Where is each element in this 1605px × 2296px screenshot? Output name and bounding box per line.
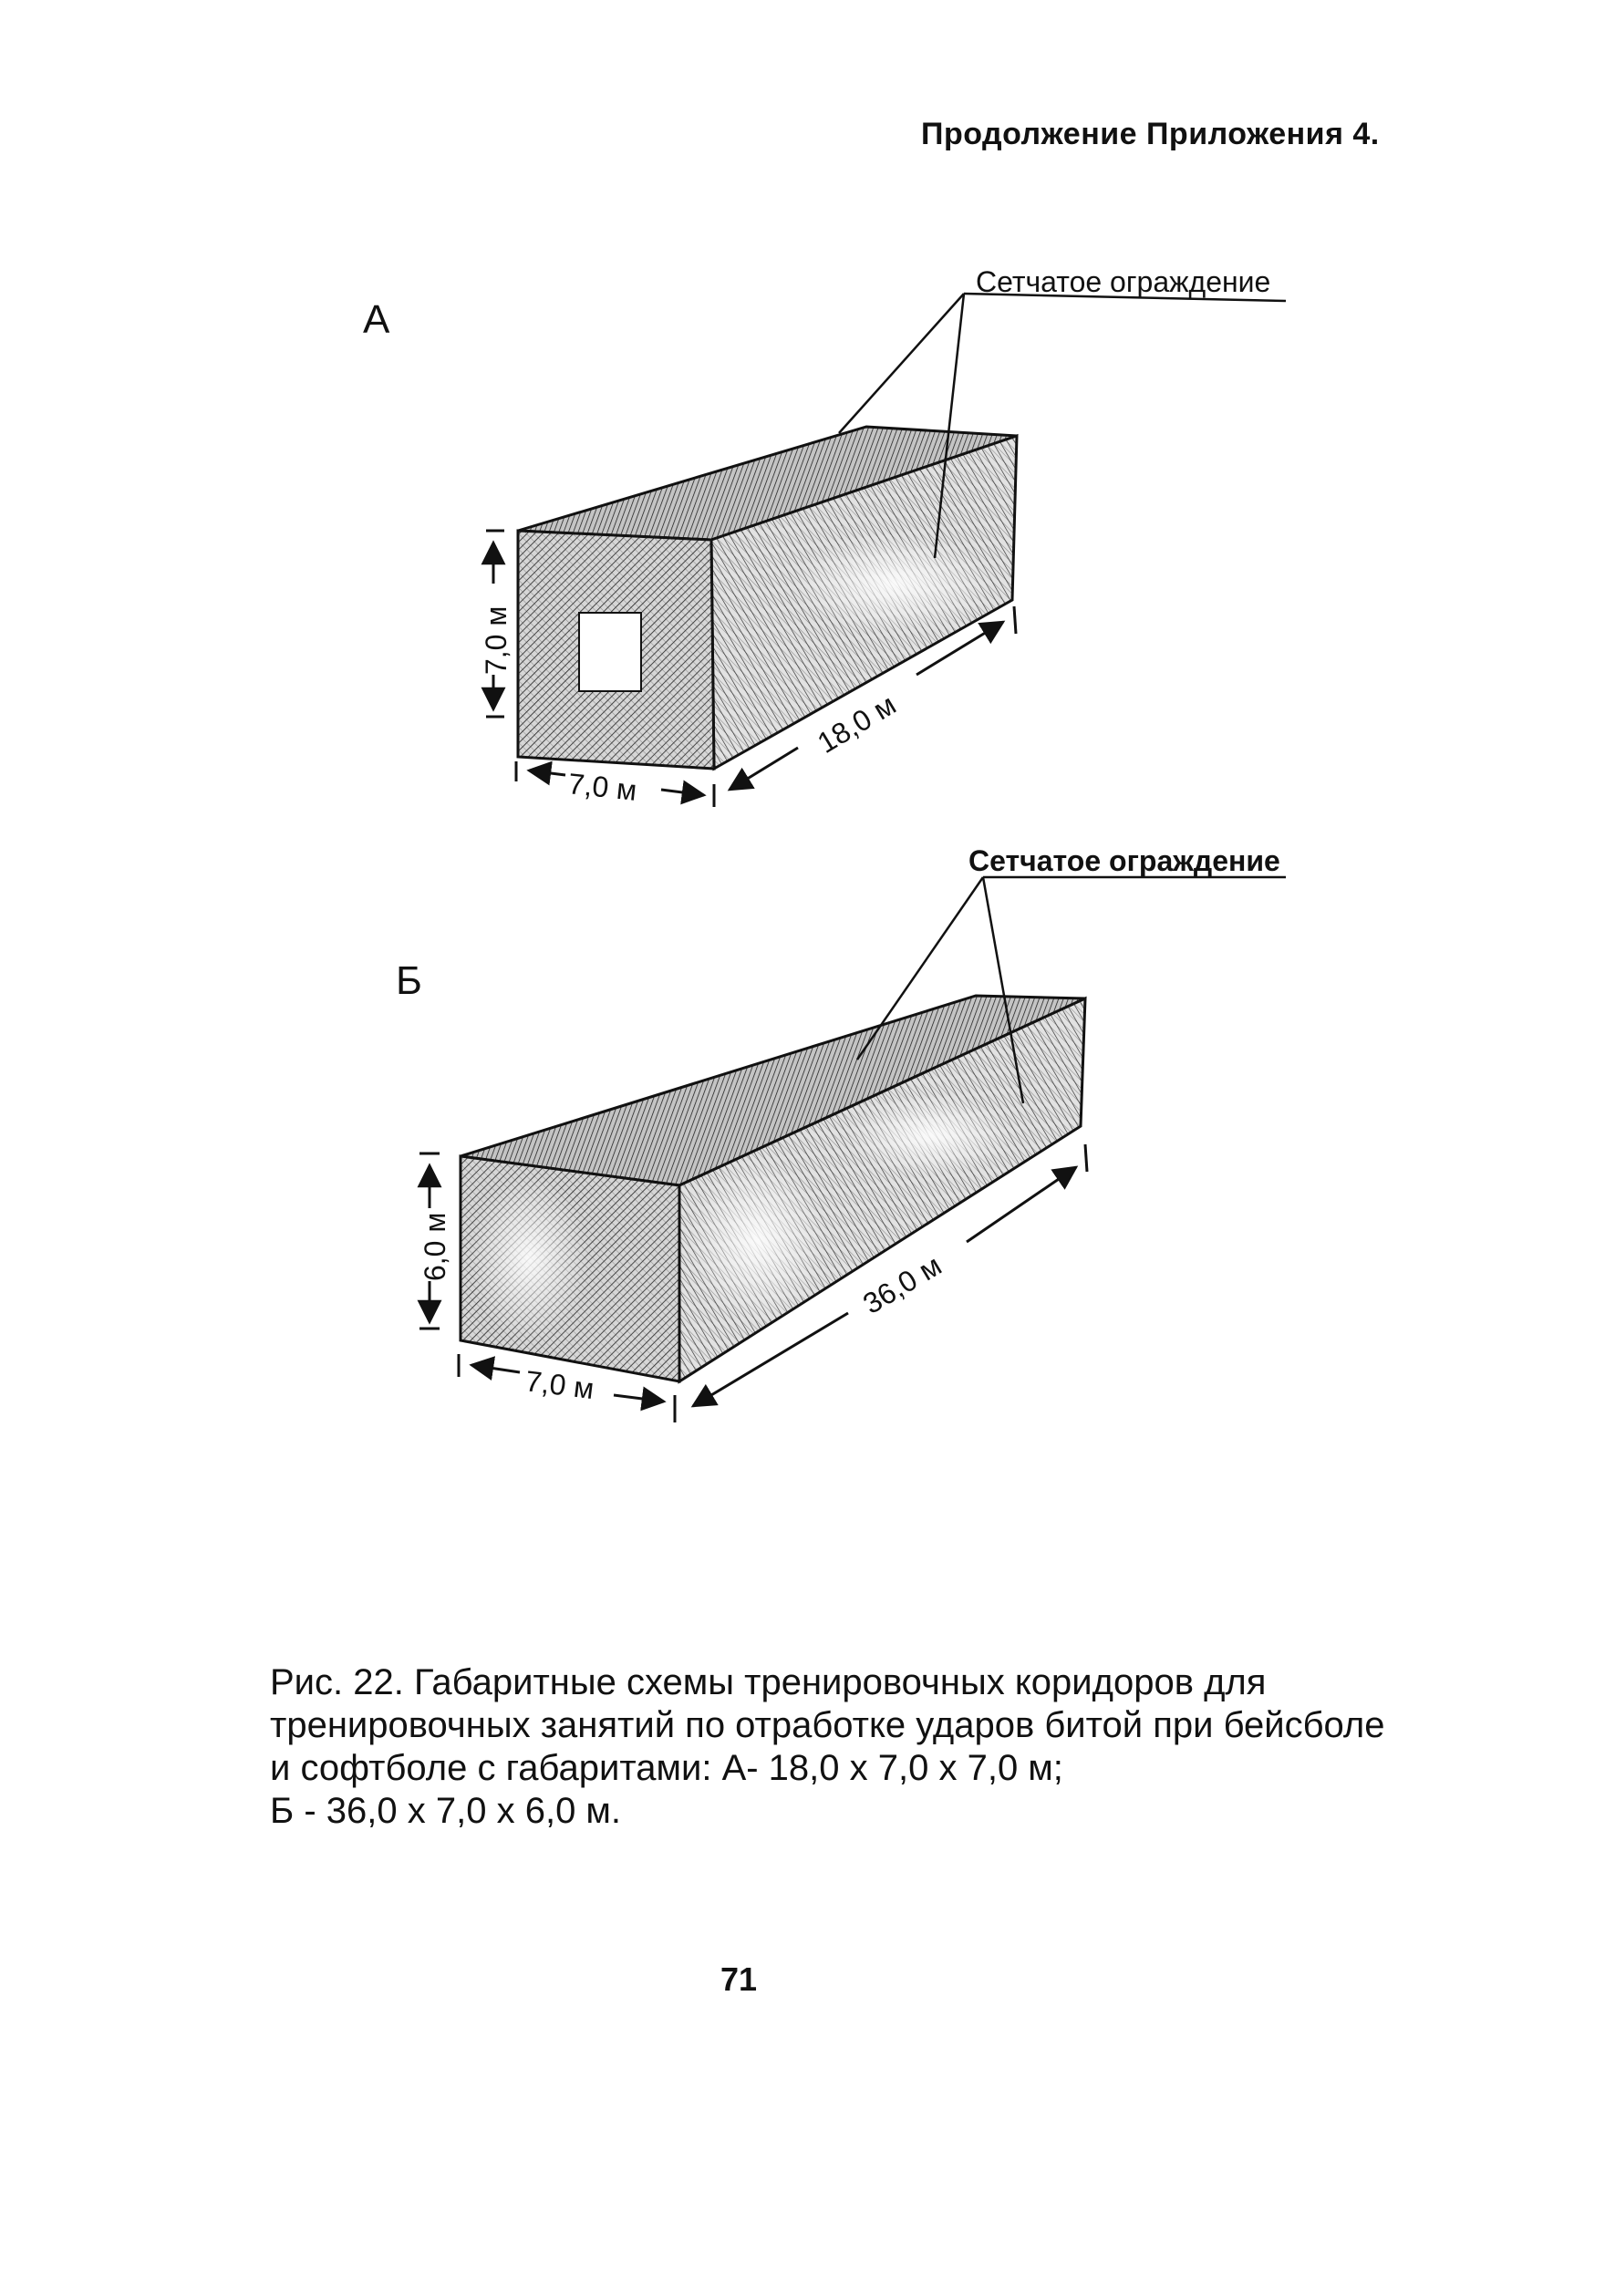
figure-b-width-label: 7,0 м: [523, 1364, 595, 1405]
figure-a-height-label: 7,0 м: [480, 606, 513, 675]
figure-a-fence-label: Сетчатое ограждение: [976, 265, 1270, 298]
figure-a-label: А: [363, 297, 390, 342]
page-number: 71: [720, 1960, 758, 1998]
figure-b-height-label: 6,0 м: [419, 1213, 451, 1281]
figure-caption: Рис. 22. Габаритные схемы тренировочных …: [270, 1661, 1401, 1833]
figure-a-opening: [578, 612, 642, 692]
figure-a: [481, 292, 1287, 807]
figure-b: [417, 875, 1286, 1422]
caption-line-3: и софтболе с габаритами: А- 18,0 х 7,0 х…: [270, 1748, 1063, 1788]
caption-line-1: Рис. 22. Габаритные схемы тренировочных …: [270, 1662, 1267, 1702]
caption-line-4: Б - 36,0 х 7,0 х 6,0 м.: [270, 1791, 622, 1831]
figure-b-fence-label: Сетчатое ограждение: [968, 844, 1280, 877]
figure-b-label: Б: [396, 958, 422, 1003]
page-header: Продолжение Приложения 4.: [921, 117, 1380, 151]
caption-line-2: тренировочных занятий по отработке ударо…: [270, 1705, 1385, 1745]
figure-a-width-label: 7,0 м: [566, 767, 638, 807]
